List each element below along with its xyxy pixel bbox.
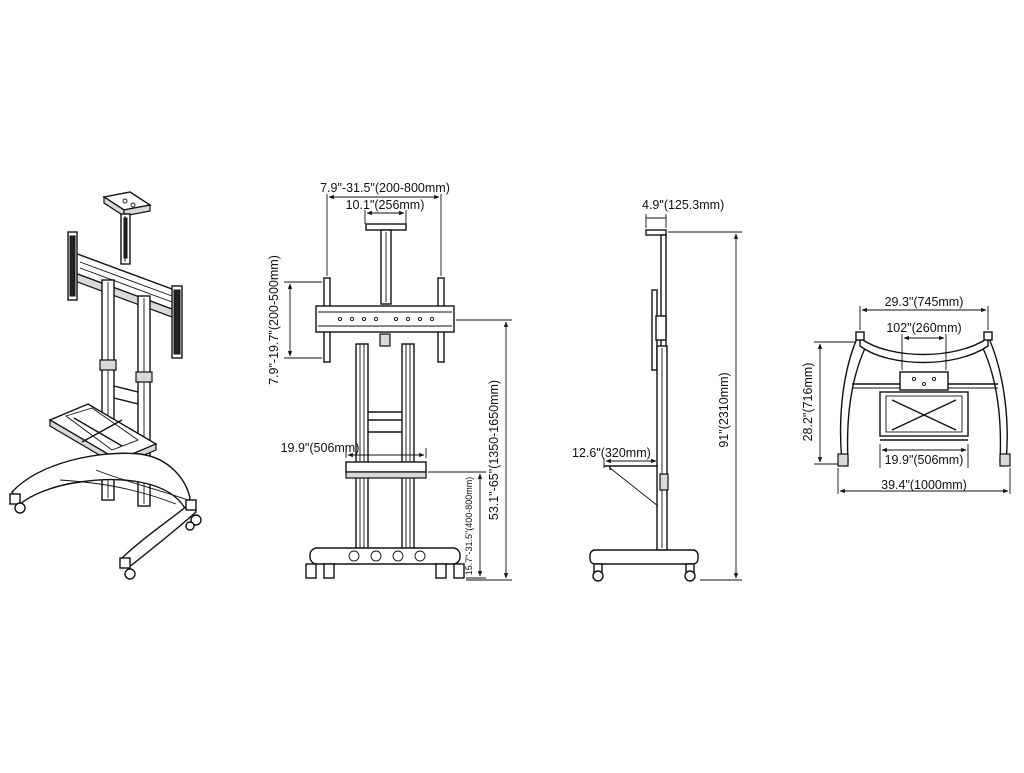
top-depth-label: 4.9"(125.3mm) [642, 198, 724, 212]
top-shelf-width-label: 19.9"(506mm) [885, 453, 964, 467]
side-view: 4.9"(125.3mm) 91"(2310mm) 12.6"(320mm) [572, 198, 742, 582]
shelf-height-label: 15.7"-31.5"(400-800mm) [464, 477, 474, 575]
side-base [589, 549, 699, 565]
shelf-width-label: 19.9"(506mm) [281, 441, 360, 455]
isometric-view [9, 191, 202, 580]
front-base [309, 547, 461, 565]
vesa-width-label: 7.9"-31.5"(200-800mm) [320, 181, 450, 195]
shelf-depth-label: 12.6"(320mm) [572, 446, 651, 460]
casters [9, 493, 202, 580]
top-column-bracket [899, 371, 949, 391]
column-spacing-label: 10.1"(256mm) [346, 198, 425, 212]
top-view: 29.3"(745mm) 102"(260mm) 28.2"(716mm) 19… [801, 295, 1011, 494]
top-leg-right [981, 334, 1008, 463]
top-arch-bar [859, 336, 989, 364]
inner-width-label: 102"(260mm) [886, 321, 961, 335]
front-view: 7.9"-31.5"(200-800mm) 10.1"(256mm) 7.9"-… [267, 181, 512, 581]
top-leg-left [839, 334, 867, 463]
front-mount-plate [315, 305, 455, 333]
upper-width-label: 29.3"(745mm) [885, 295, 964, 309]
base [11, 452, 197, 569]
front-top-tray [365, 223, 407, 231]
front-casters [305, 563, 465, 579]
mount-height-label: 53.1"-65"(1350-1650mm) [487, 380, 501, 520]
base-width-label: 39.4"(1000mm) [881, 478, 967, 492]
front-column-right [401, 343, 415, 551]
camera-tray [102, 191, 152, 265]
front-shelf [345, 461, 427, 473]
total-height-label: 91"(2310mm) [717, 372, 731, 447]
side-top-tray [645, 229, 667, 236]
vesa-height-label: 7.9"-19.7"(200-500mm) [267, 255, 281, 385]
depth-label: 28.2"(716mm) [801, 363, 815, 442]
mount-plate [67, 231, 183, 359]
